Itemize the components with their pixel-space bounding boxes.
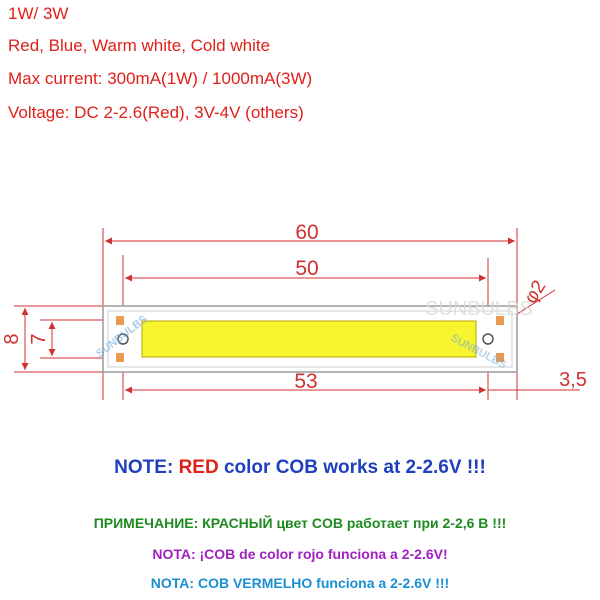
dim-label-3-5: 3,5 xyxy=(559,369,587,391)
spec-colors: Red, Blue, Warm white, Cold white xyxy=(8,36,271,55)
mounting-hole-right xyxy=(482,333,494,345)
note-rest: color COB works at 2-2.6V !!! xyxy=(218,457,486,478)
dim-label-53: 53 xyxy=(294,370,317,393)
watermark-right: SUNBULBS xyxy=(425,298,533,320)
led-emitter-area xyxy=(141,320,477,358)
spec-current: Max current: 300mA(1W) / 1000mA(3W) xyxy=(8,69,313,88)
note-spanish: NOTA: ¡COB de color rojo funciona a 2-2.… xyxy=(152,546,448,562)
note-separator: : xyxy=(166,457,179,478)
dim-label-50: 50 xyxy=(295,257,318,280)
dim-label-7: 7 xyxy=(28,333,50,344)
note-label: NOTE xyxy=(114,457,167,478)
note-russian: ПРИМЕЧАНИЕ: КРАСНЫЙ цвет COB работает пр… xyxy=(93,515,507,531)
solder-pad-right-bottom xyxy=(496,353,504,362)
mounting-hole-left xyxy=(117,333,129,345)
note-portuguese: NOTA: COB VERMELHO funciona a 2-2.6V !!! xyxy=(150,575,450,591)
dim-label-60: 60 xyxy=(295,221,318,244)
solder-pad-left-top xyxy=(116,316,124,325)
spec-voltage: Voltage: DC 2-2.6(Red), 3V-4V (others) xyxy=(8,103,304,122)
dim-label-8: 8 xyxy=(1,333,23,344)
note-red-word: RED xyxy=(178,457,219,478)
dimension-lines xyxy=(21,237,580,394)
note-english: NOTE: RED color COB works at 2-2.6V !!! xyxy=(0,457,600,479)
solder-pad-left-bottom xyxy=(116,353,124,362)
spec-power: 1W/ 3W xyxy=(8,4,69,23)
cob-led-strip xyxy=(102,305,518,373)
solder-pad-right-top xyxy=(496,316,504,325)
